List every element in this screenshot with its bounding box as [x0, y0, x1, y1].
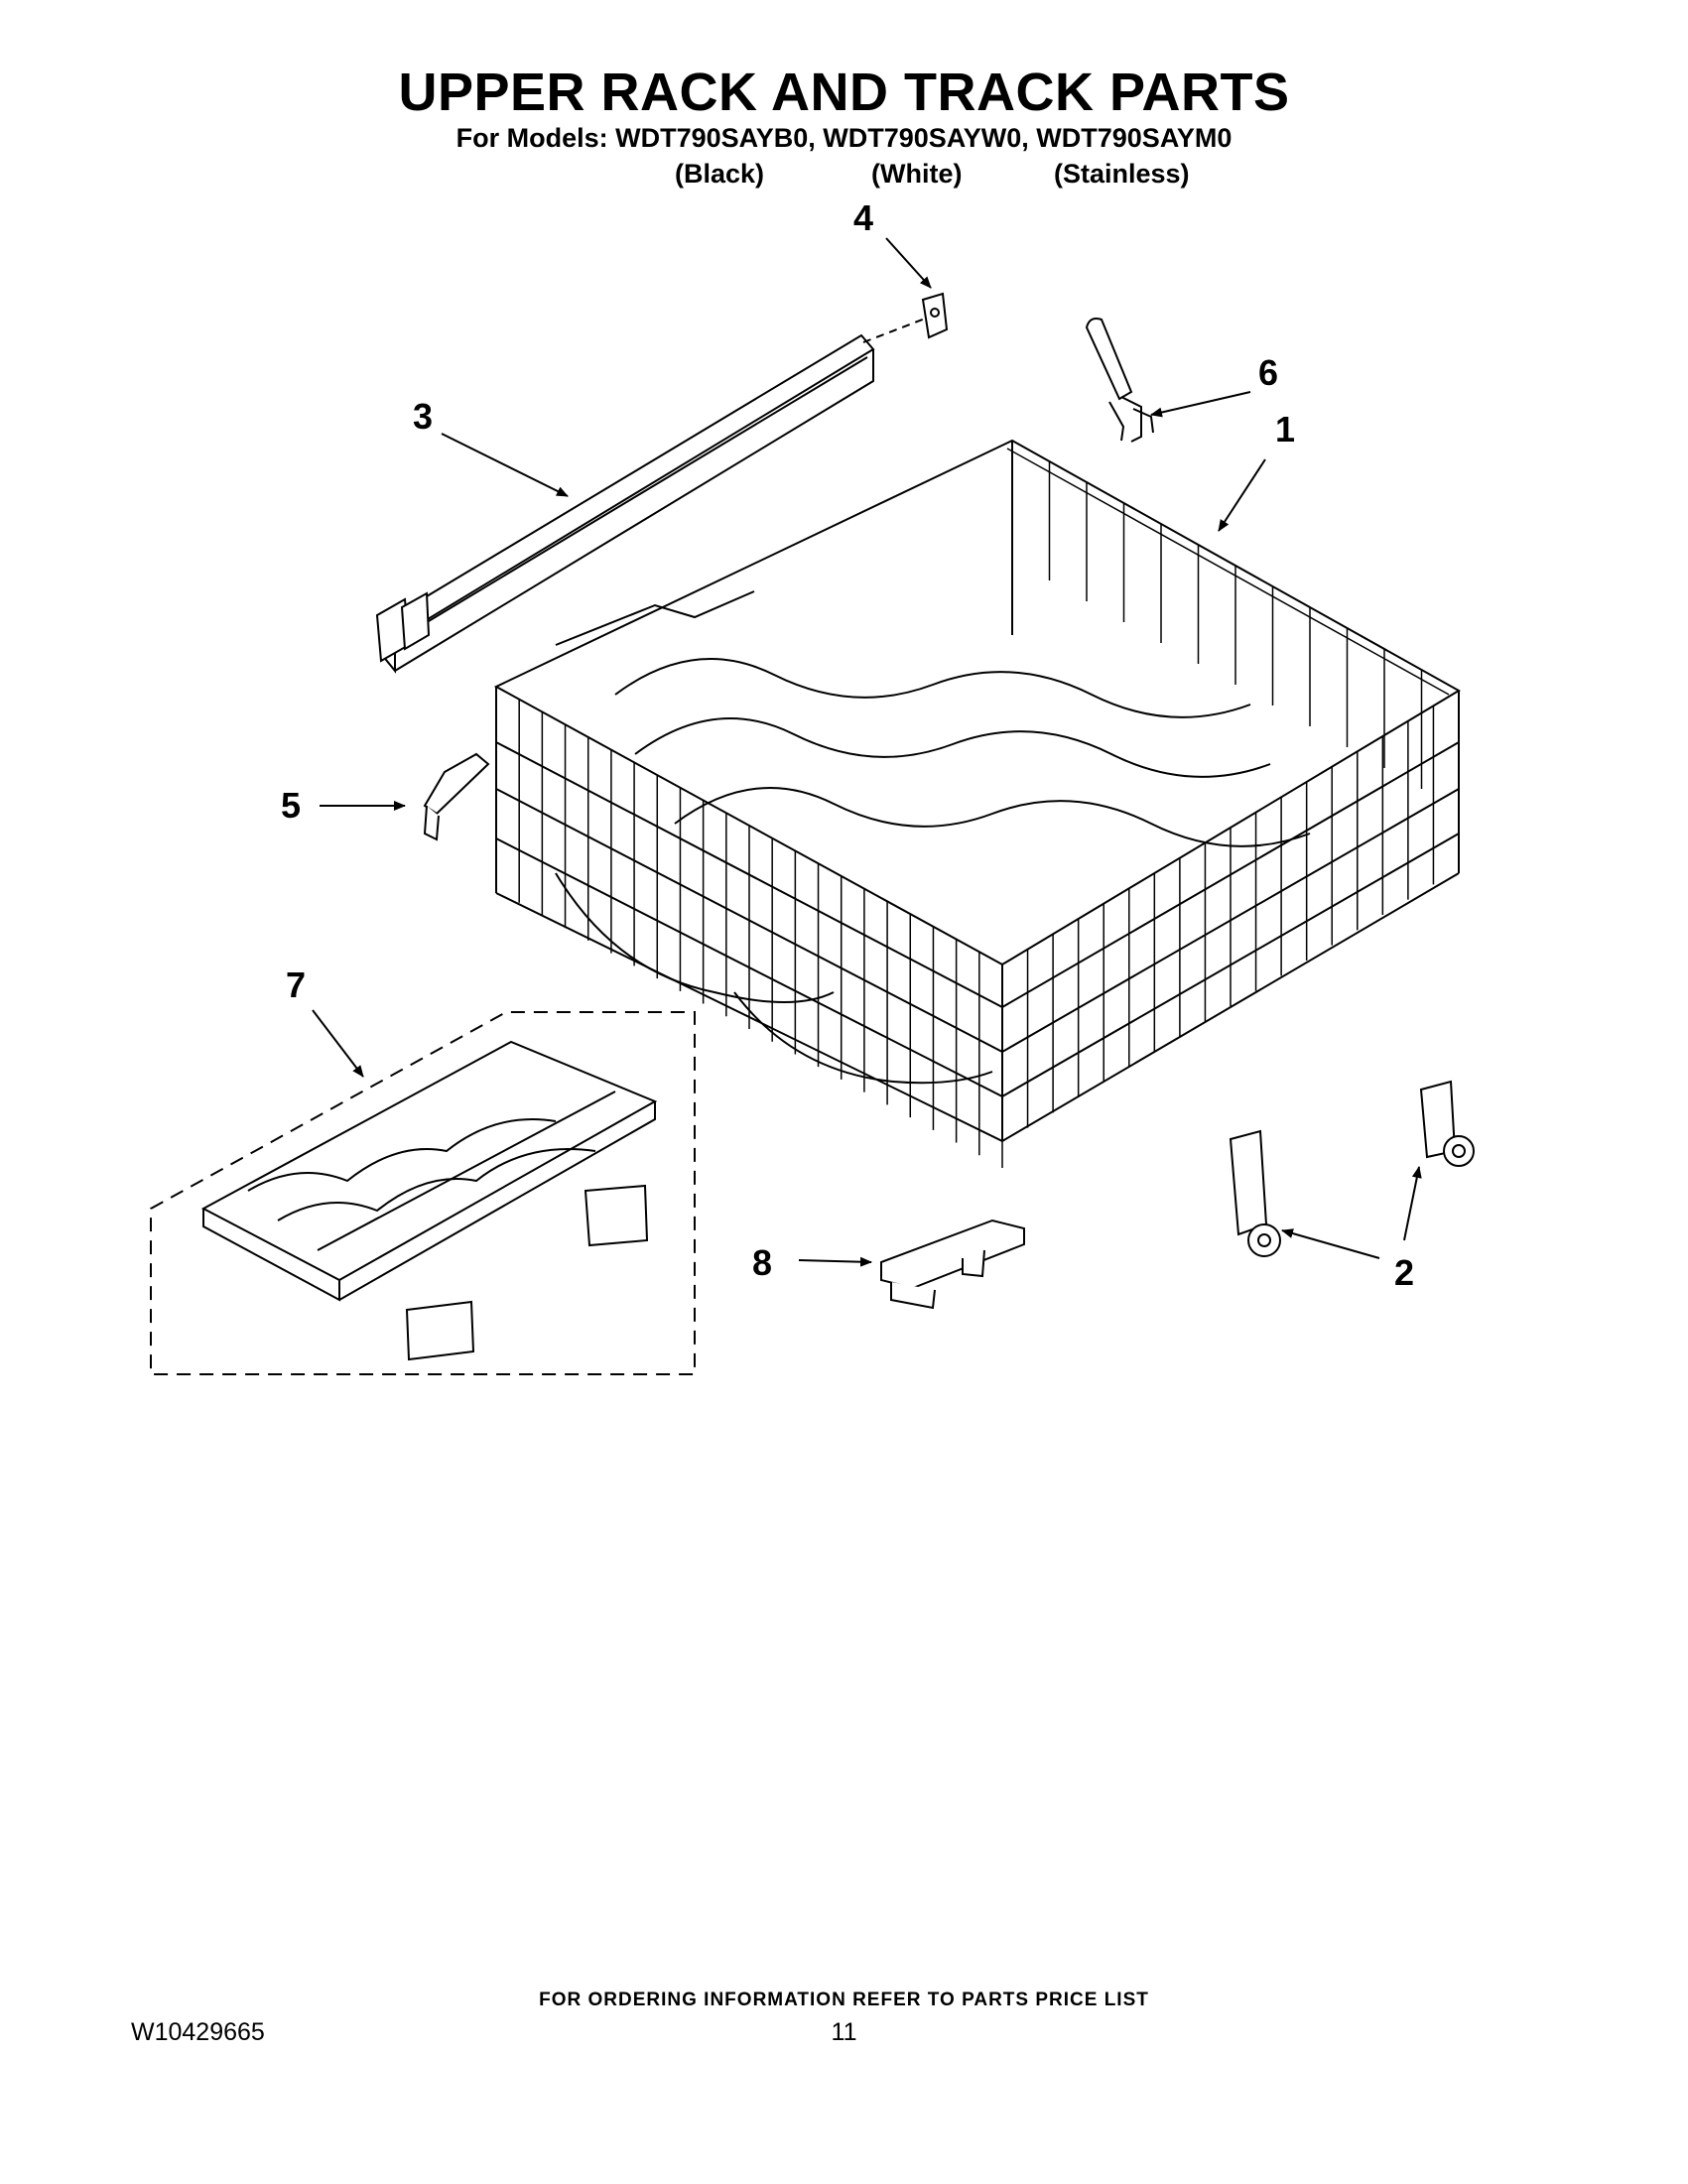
- callout-2: 2: [1394, 1252, 1414, 1293]
- callout-8: 8: [752, 1242, 772, 1283]
- callout-3: 3: [413, 396, 433, 437]
- callout-leaders: [312, 237, 1422, 1267]
- document-number: W10429665: [131, 2018, 265, 2046]
- part-5-bumper: [423, 752, 490, 841]
- callout-1: 1: [1275, 409, 1295, 450]
- variant-stainless: (Stainless): [1054, 159, 1190, 189]
- part-1-upper-rack: [493, 439, 1461, 1168]
- page-number: 11: [831, 2018, 857, 2046]
- part-4-track-stop: [921, 292, 949, 339]
- part-3-track: [375, 315, 934, 674]
- variant-black: (Black): [675, 159, 765, 189]
- part-6-clip: [1085, 318, 1154, 443]
- ordering-note: FOR ORDERING INFORMATION REFER TO PARTS …: [539, 1990, 1149, 2010]
- callout-4: 4: [853, 197, 873, 238]
- callout-6: 6: [1258, 352, 1278, 393]
- page-title: UPPER RACK AND TRACK PARTS: [398, 63, 1290, 122]
- callout-5: 5: [281, 785, 301, 826]
- callout-7: 7: [286, 964, 306, 1005]
- part-7-tine-assembly: [150, 1011, 696, 1375]
- callout-labels: 1 2 3 4 5 6 7 8: [281, 197, 1414, 1293]
- part-2-wheel-assembly-a: [1229, 1129, 1281, 1257]
- part-2-wheel-assembly-b: [1419, 1080, 1475, 1167]
- models-line: For Models: WDT790SAYB0, WDT790SAYW0, WD…: [455, 123, 1233, 153]
- part-8-clip: [880, 1219, 1025, 1310]
- variant-white: (White): [871, 159, 963, 189]
